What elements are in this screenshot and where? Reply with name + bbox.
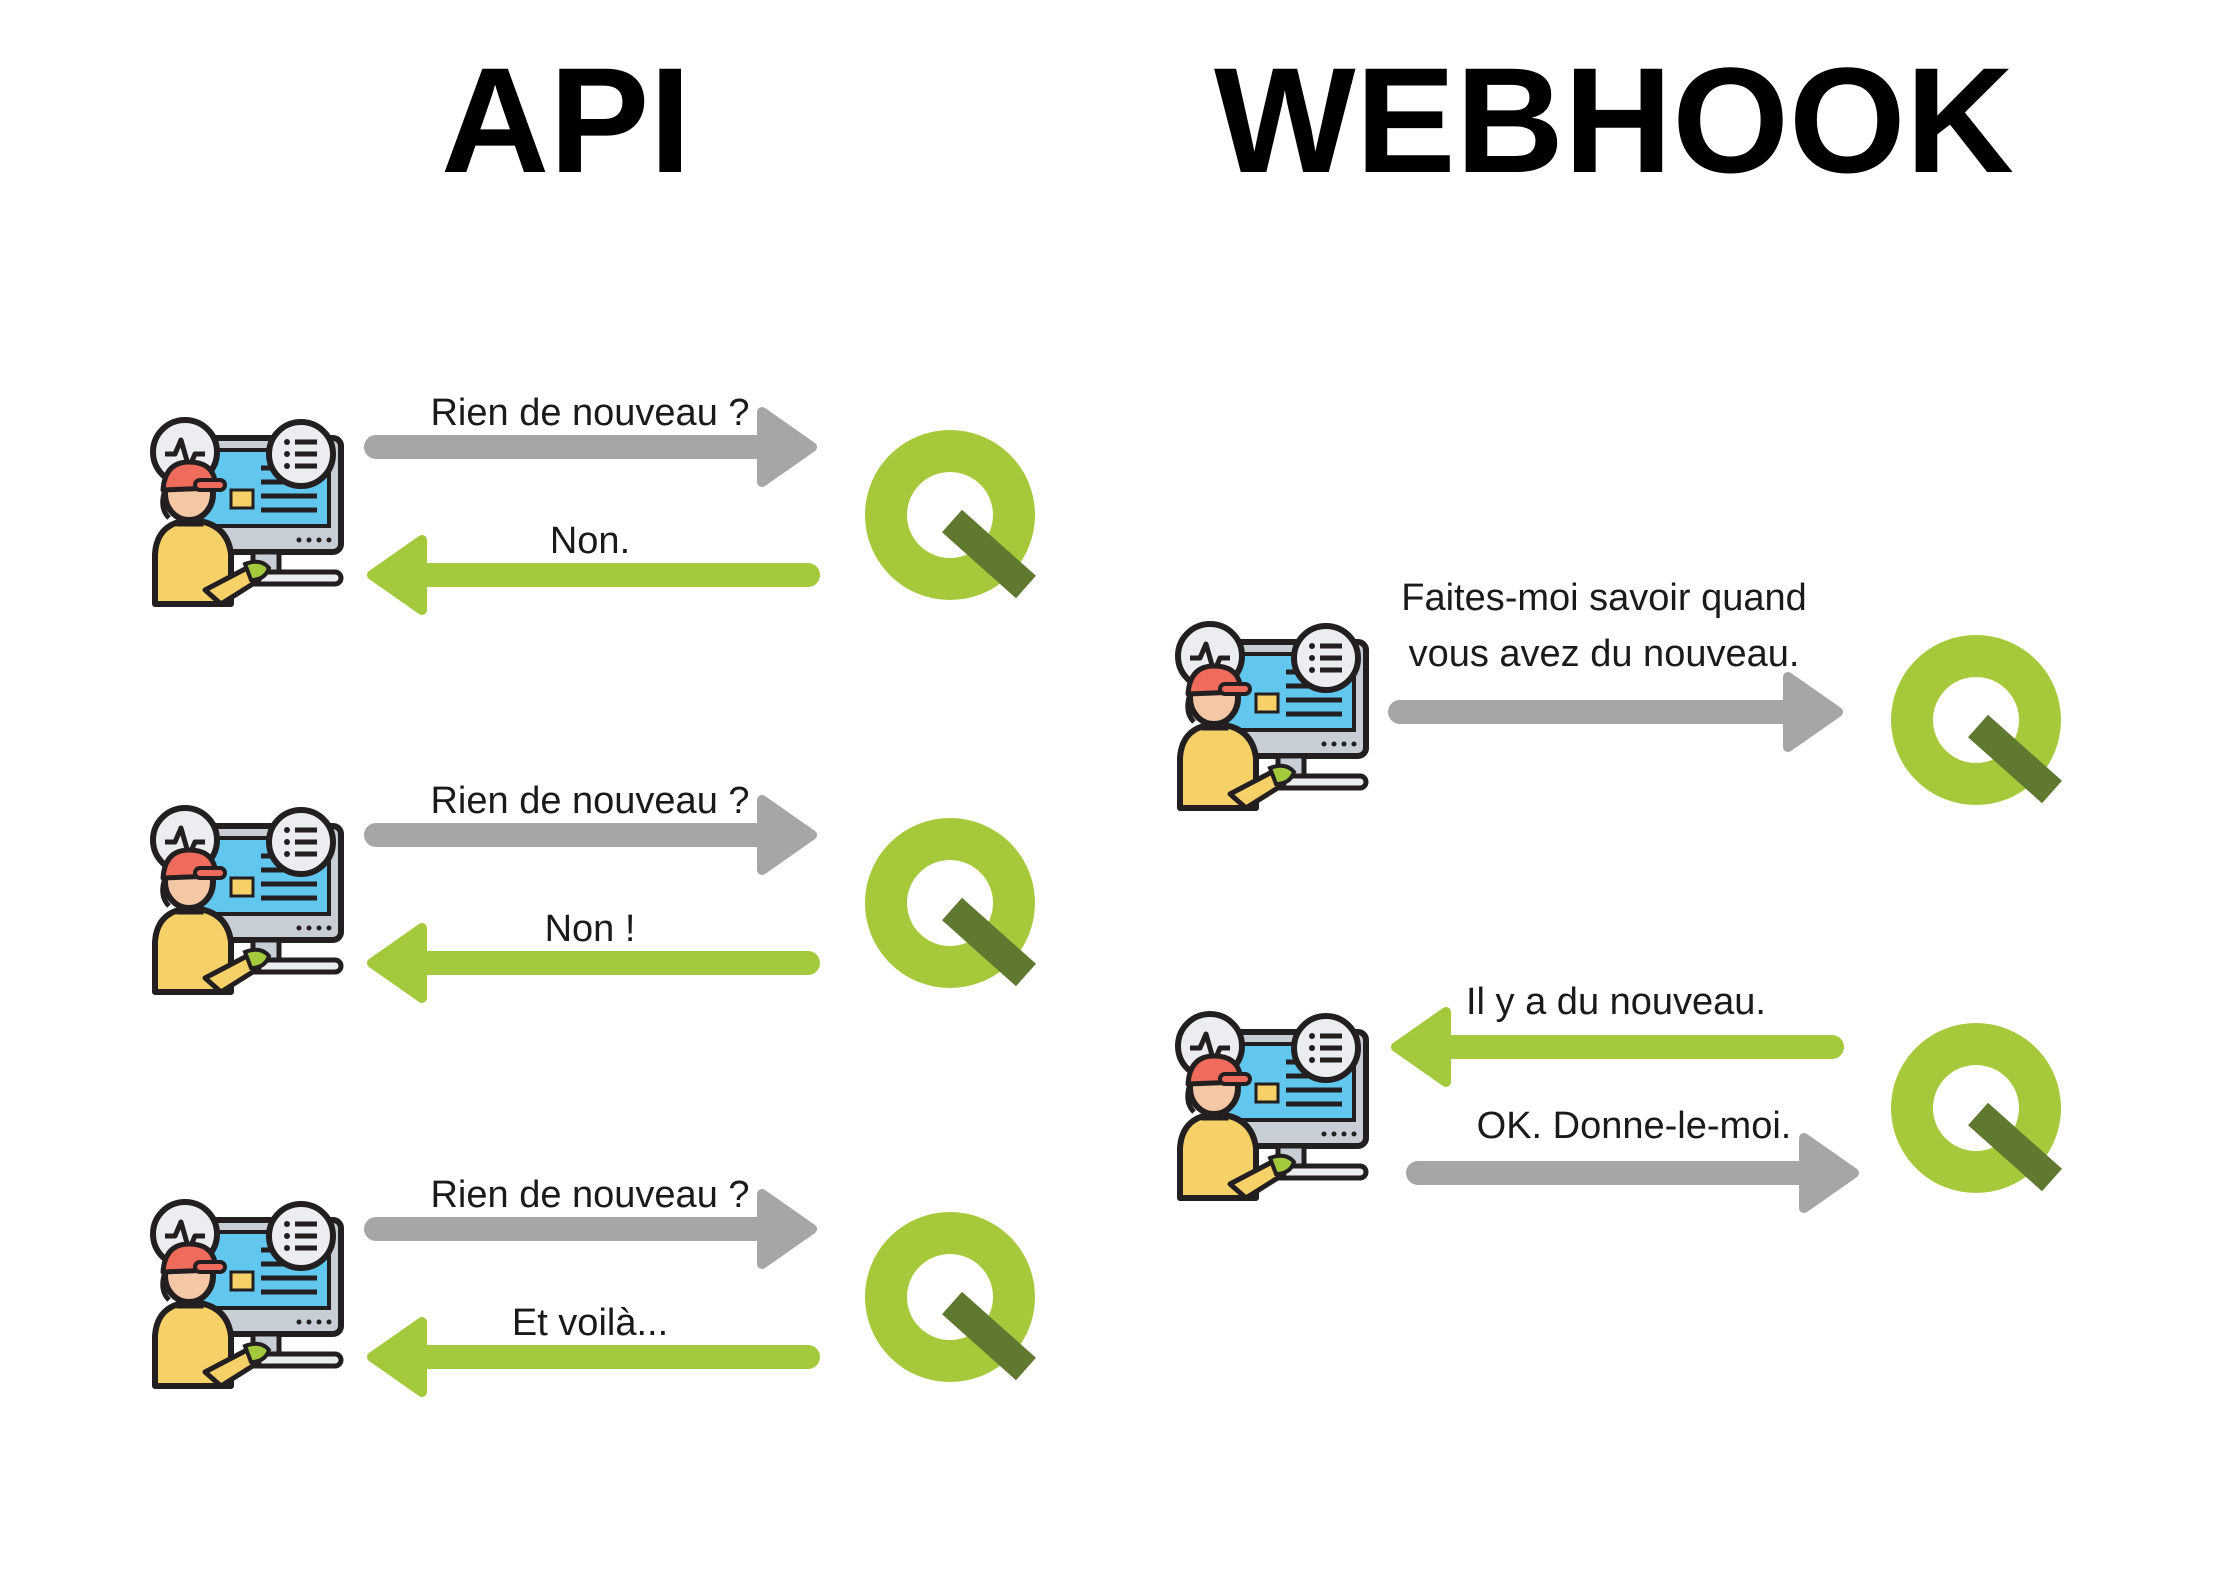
- developer-at-computer-icon: [153, 808, 341, 992]
- api-response-label-2: Non !: [545, 908, 636, 950]
- q-logo-icon: [1912, 656, 2052, 792]
- api-title: API: [441, 36, 691, 204]
- developer-at-computer-icon: [153, 1202, 341, 1386]
- q-logo-icon: [886, 1233, 1026, 1369]
- webhook-title: WEBHOOK: [1214, 36, 2014, 204]
- subscribe-arrow: [1388, 672, 1843, 752]
- developer-at-computer-icon: [1178, 624, 1366, 808]
- request-arrow-1: [364, 407, 817, 487]
- notify-arrow: [1391, 1007, 1844, 1087]
- api-request-label-2: Rien de nouveau ?: [430, 780, 749, 822]
- q-logo-icon: [886, 839, 1026, 975]
- webhook-subscribe-line-2: vous avez du nouveau.: [1409, 633, 1800, 675]
- response-arrow-1: [367, 535, 820, 615]
- response-arrow-3: [367, 1317, 820, 1397]
- api-response-label-1: Non.: [550, 520, 630, 562]
- webhook-fetch-label: OK. Donne-le-moi.: [1477, 1105, 1792, 1147]
- api-request-label-1: Rien de nouveau ?: [430, 392, 749, 434]
- webhook-notify-label: Il y a du nouveau.: [1466, 981, 1766, 1023]
- api-response-label-3: Et voilà...: [512, 1302, 668, 1344]
- fetch-arrow: [1406, 1133, 1859, 1213]
- api-exchange-3: Rien de nouveau ? Et voilà...: [153, 1174, 1026, 1397]
- q-logo-icon: [1912, 1044, 2052, 1180]
- webhook-notify: Il y a du nouveau. OK. Donne-le-moi.: [1178, 981, 2052, 1213]
- developer-at-computer-icon: [1178, 1014, 1366, 1198]
- api-request-label-3: Rien de nouveau ?: [430, 1174, 749, 1216]
- api-exchange-2: Rien de nouveau ? Non !: [153, 780, 1026, 1003]
- request-arrow-3: [364, 1189, 817, 1269]
- response-arrow-2: [367, 923, 820, 1003]
- request-arrow-2: [364, 795, 817, 875]
- webhook-subscribe: Faites-moi savoir quand vous avez du nou…: [1178, 577, 2052, 808]
- developer-at-computer-icon: [153, 420, 341, 604]
- api-exchange-1: Rien de nouveau ? Non.: [153, 392, 1026, 615]
- webhook-subscribe-line-1: Faites-moi savoir quand: [1401, 577, 1807, 619]
- q-logo-icon: [886, 451, 1026, 587]
